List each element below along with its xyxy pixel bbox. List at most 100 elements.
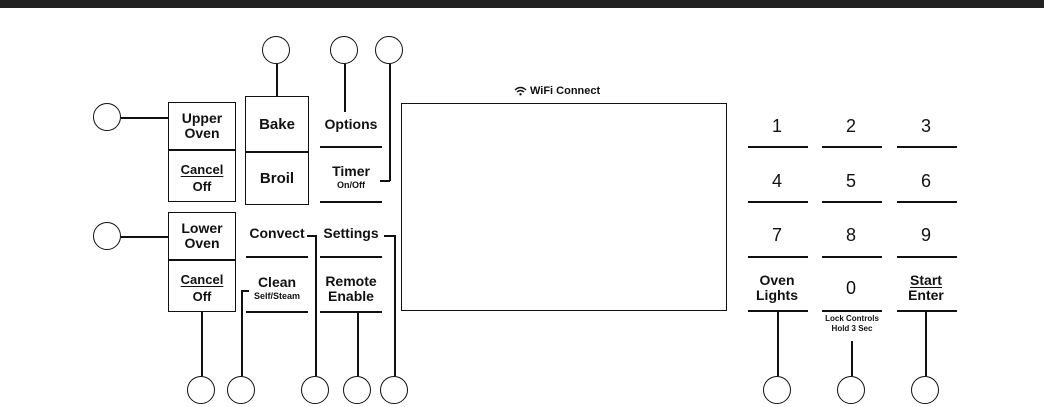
bake-broil-box [245,96,309,205]
key-9[interactable]: 9 [920,225,931,245]
leader-lock-controls [851,341,853,376]
convect-button[interactable]: Convect [249,225,305,241]
row3-underline-3 [897,256,957,258]
leader-timer-vertical [389,64,391,181]
remote-enable-button[interactable]: Remote Enable [319,274,383,304]
key-3[interactable]: 3 [920,116,931,136]
clean-underline [246,311,308,313]
upper-oven-line2: Oven [184,125,220,141]
leader-timer-horizontal [380,180,390,182]
lock-controls-label: Lock Controls Hold 3 Sec [812,314,892,334]
row2-underline-1 [748,201,808,203]
options-button[interactable]: Options [324,116,378,132]
timer-label: Timer [332,163,370,179]
start-label: Start [910,272,942,288]
callout-circle-remote [343,376,371,404]
leader-settings-horizontal [384,235,395,237]
top-bar [0,0,1044,8]
callout-circle-upper-oven [93,103,121,131]
upper-oven-line1: Upper [181,110,223,126]
lower-oven-line2: Oven [184,235,220,251]
leader-remote [357,311,359,376]
wifi-icon [514,86,527,96]
timer-sub-label: On/Off [337,180,365,190]
upper-off-label: Off [192,179,212,194]
display-screen [401,103,727,311]
row4-underline-2 [822,310,882,312]
timer-underline [320,201,382,203]
row4-underline-3 [897,310,957,312]
leader-upper-oven [121,117,168,119]
callout-circle-start-enter [911,376,939,404]
leader-start-enter [925,310,927,376]
key-4[interactable]: 4 [771,171,782,191]
settings-button[interactable]: Settings [323,225,379,241]
key-2[interactable]: 2 [845,116,856,136]
timer-button[interactable]: Timer On/Off [319,164,383,191]
row2-underline-2 [822,201,882,203]
callout-circle-timer [375,36,403,64]
lower-off-label: Off [192,289,212,304]
leader-lower-off [201,312,203,376]
key-0[interactable]: 0 [845,278,856,298]
remote-line2: Enable [328,288,374,304]
callout-circle-bake [262,36,290,64]
leader-clean-horizontal [241,290,249,292]
options-underline [320,146,382,148]
upper-oven-button[interactable]: Upper Oven [168,111,236,141]
convect-underline [246,256,308,258]
leader-convect [315,235,317,376]
lower-cancel-button[interactable]: Cancel Off [168,272,236,304]
leader-settings [394,235,396,376]
clean-label: Clean [257,274,297,290]
lower-oven-button[interactable]: Lower Oven [168,221,236,251]
callout-circle-clean [227,376,255,404]
callout-circle-convect [301,376,329,404]
lock-line2: Hold 3 Sec [831,324,873,333]
key-7[interactable]: 7 [771,225,782,245]
clean-sub-label: Self/Steam [253,291,301,301]
bake-broil-divider [245,151,309,153]
lock-line1: Lock Controls [825,314,879,323]
key-5[interactable]: 5 [845,171,856,191]
lower-oven-box [168,212,236,312]
clean-button[interactable]: Clean Self/Steam [245,275,309,302]
leader-lower-oven [121,236,168,238]
wifi-connect-label: WiFi Connect [514,85,614,97]
oven-lights-button[interactable]: Oven Lights [746,273,808,303]
remote-line1: Remote [325,273,377,289]
callout-circle-oven-lights [763,376,791,404]
leader-options [344,64,346,112]
callout-circle-lower-off [187,376,215,404]
upper-oven-box [168,102,236,202]
row1-underline-2 [822,146,882,148]
start-enter-button[interactable]: Start Enter [895,273,957,303]
row3-underline-1 [748,256,808,258]
leader-bake [276,64,278,96]
key-8[interactable]: 8 [845,225,856,245]
leader-oven-lights [777,310,779,376]
upper-cancel-label: Cancel [180,162,224,177]
broil-button[interactable]: Broil [259,170,295,187]
callout-circle-settings [380,376,408,404]
callout-circle-options [330,36,358,64]
row1-underline-1 [748,146,808,148]
key-6[interactable]: 6 [920,171,931,191]
oven-lights-line2: Lights [756,287,798,303]
lower-cancel-label: Cancel [180,272,224,287]
key-1[interactable]: 1 [771,116,782,136]
bake-button[interactable]: Bake [259,116,295,133]
enter-label: Enter [908,287,944,303]
row1-underline-3 [897,146,957,148]
callout-circle-lower-oven [93,222,121,250]
row3-underline-2 [822,256,882,258]
lower-oven-divider [168,259,236,261]
settings-underline [320,256,382,258]
row2-underline-3 [897,201,957,203]
remote-underline [320,311,382,313]
oven-lights-line1: Oven [759,272,795,288]
leader-convect-horizontal [307,235,316,237]
wifi-text: WiFi Connect [530,85,601,97]
lower-oven-line1: Lower [181,220,223,236]
upper-cancel-button[interactable]: Cancel Off [168,162,236,194]
